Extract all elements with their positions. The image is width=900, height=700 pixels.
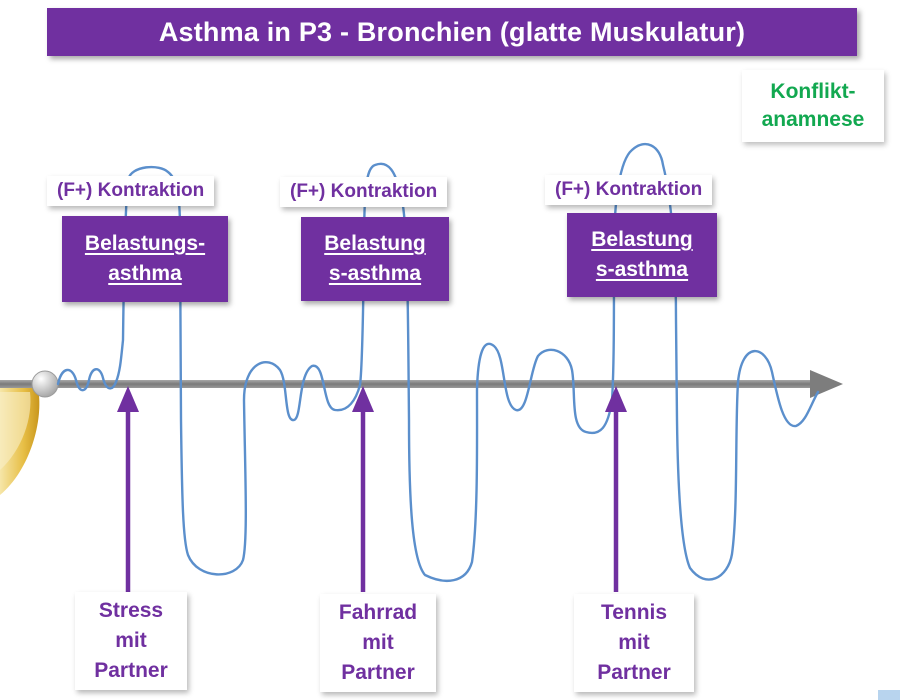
trigger-label-3: Tennis mit Partner [574,594,694,692]
diagnosis-3-line-1: Belastung [591,228,693,251]
diagnosis-1-line-1: Belastungs- [84,232,206,255]
corner-ribbon [878,690,900,700]
time-axis-arrowhead [810,370,843,398]
trigger-3-line-2: mit [618,631,650,654]
gold-lens-highlight [0,392,31,470]
title-text: Asthma in P3 - Bronchien (glatte Muskula… [158,16,746,47]
contraction-label-3: (F+) Kontraktion [545,175,713,205]
title-bar: Asthma in P3 - Bronchien (glatte Muskula… [47,8,857,56]
trigger-label-1: Stress mit Partner [75,592,187,690]
diagnosis-2-line-1: Belastung [324,232,426,255]
trigger-3-line-1: Tennis [600,601,668,624]
trigger-2-line-2: mit [362,631,394,654]
start-ball [31,370,59,398]
konflikt-line-2: anamnese [761,108,865,131]
diagnosis-1-line-2: asthma [108,262,182,285]
conflict-curve [56,143,820,582]
diagnosis-3-line-2: s-asthma [595,258,689,281]
trigger-2-line-3: Partner [341,661,415,684]
contraction-label-1: (F+) Kontraktion [47,176,215,206]
contraction-label-2: (F+) Kontraktion [280,177,448,207]
trigger-1-line-1: Stress [98,599,164,622]
trigger-3-line-3: Partner [597,661,671,684]
trigger-arrow-1 [117,386,139,592]
diagnosis-box-1: Belastungs- asthma [62,216,228,302]
diagnosis-2-line-2: s-asthma [328,262,422,285]
trigger-arrow-2 [352,386,374,592]
trigger-1-line-2: mit [115,629,147,652]
trigger-2-line-1: Fahrrad [338,601,418,624]
diagnosis-box-2: Belastung s-asthma [301,217,449,301]
diagnosis-box-3: Belastung s-asthma [567,213,717,297]
trigger-arrow-3 [605,386,627,592]
konflikt-anamnese-label: Konflikt- anamnese [742,70,884,142]
konflikt-line-1: Konflikt- [770,80,856,103]
trigger-1-line-3: Partner [94,659,168,682]
trigger-label-2: Fahrrad mit Partner [320,594,436,692]
